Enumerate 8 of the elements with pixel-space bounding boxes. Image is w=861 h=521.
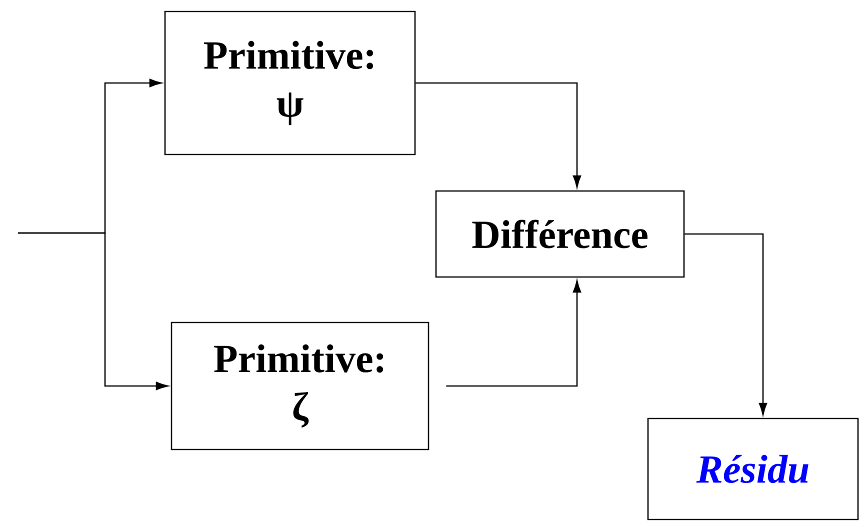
arrow bbox=[684, 233, 768, 416]
process-box: Résidu bbox=[647, 418, 859, 520]
arrow bbox=[416, 82, 582, 188]
arrow bbox=[446, 280, 582, 387]
process-box: Différence bbox=[435, 190, 685, 278]
arrow bbox=[18, 232, 168, 390]
process-box: Primitive: ζ bbox=[170, 322, 430, 450]
process-box: Primitive: ψ bbox=[164, 10, 416, 156]
